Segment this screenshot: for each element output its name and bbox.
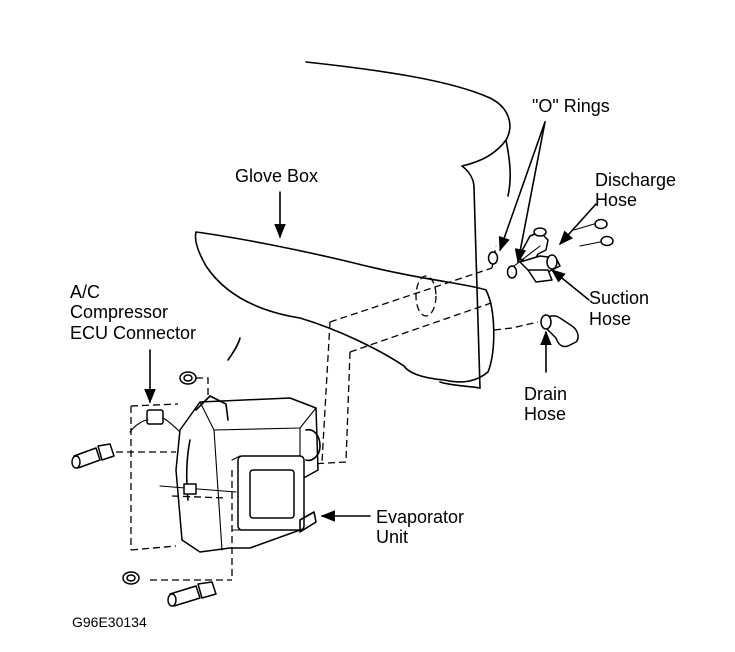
bolt-bottom <box>167 581 217 607</box>
label-ac-compressor-line2: Compressor <box>70 302 168 322</box>
labels: "O" Rings Discharge Hose Glove Box Sucti… <box>70 96 676 630</box>
discharge-suction-fittings <box>513 218 614 283</box>
dashboard-outline <box>305 61 511 389</box>
label-arrows <box>144 121 597 522</box>
evaporator-unit <box>159 395 321 553</box>
glove-box <box>194 231 495 383</box>
label-glove-box: Glove Box <box>235 166 318 186</box>
bolt-left <box>71 443 115 469</box>
bolt-bottom-nut <box>122 571 140 585</box>
ecu-connector <box>129 409 181 433</box>
label-suction-hose-line2: Hose <box>589 309 631 329</box>
label-suction-hose-line1: Suction <box>589 288 649 308</box>
drain-hose <box>493 314 579 348</box>
label-o-rings: "O" Rings <box>532 96 610 116</box>
o-rings <box>487 251 518 279</box>
label-evaporator-unit-line2: Unit <box>376 527 408 547</box>
label-drain-hose-line2: Hose <box>524 404 566 424</box>
label-discharge-hose-line2: Hose <box>595 190 637 210</box>
label-discharge-hose-line1: Discharge <box>595 170 676 190</box>
label-ac-compressor-line3: ECU Connector <box>70 323 196 343</box>
label-evaporator-unit-line1: Evaporator <box>376 507 464 527</box>
bolt-top <box>179 371 197 385</box>
label-drain-hose-line1: Drain <box>524 384 567 404</box>
figure-code: G96E30134 <box>72 614 147 630</box>
label-ac-compressor-line1: A/C <box>70 282 100 302</box>
mounting-lines <box>116 377 233 581</box>
